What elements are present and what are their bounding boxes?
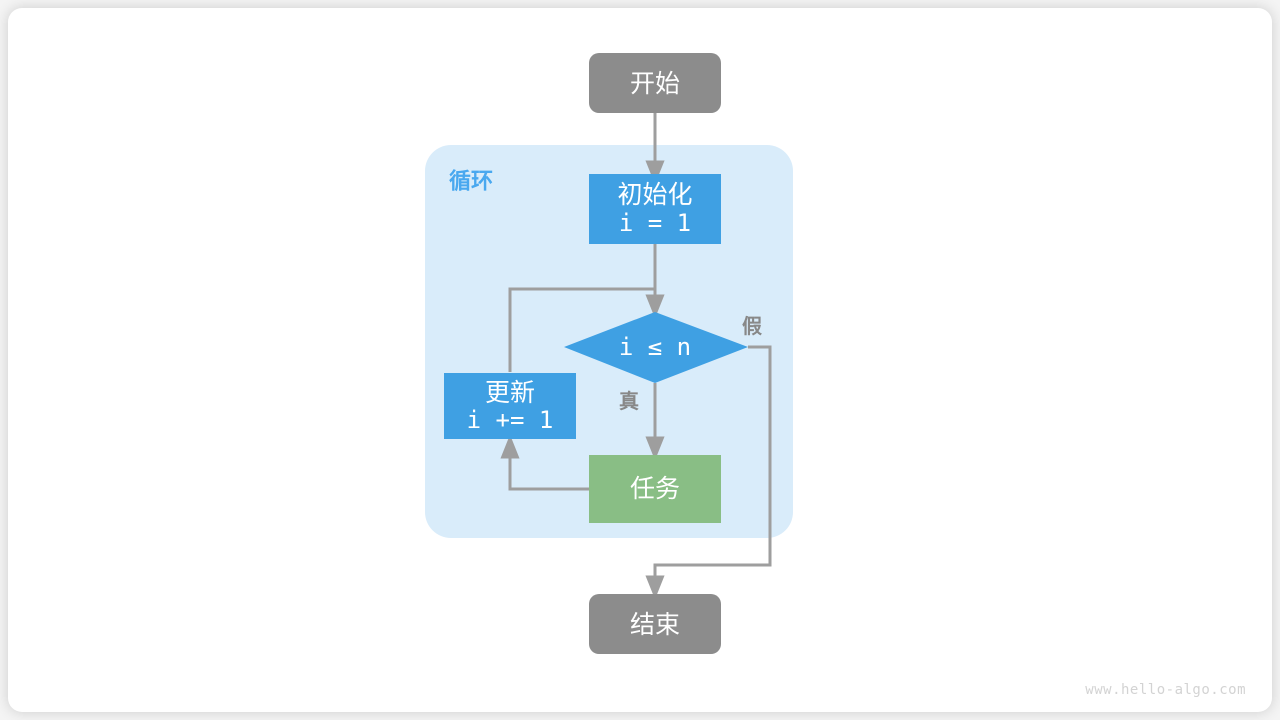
node-init-code: i = 1 [619, 209, 691, 237]
node-end [589, 594, 721, 654]
node-update-label: 更新 [485, 379, 535, 407]
node-task-label: 任务 [630, 475, 680, 503]
edge-task-to-update [500, 434, 589, 491]
loop-group-label: 循环 [449, 169, 493, 194]
edge-condition-false-to-end [645, 345, 772, 600]
edge-update-to-condition [508, 287, 655, 372]
node-task [589, 455, 721, 523]
node-end-label: 结束 [630, 611, 680, 639]
node-init [589, 174, 721, 244]
node-start [589, 53, 721, 113]
site-watermark: www.hello-algo.com [1085, 682, 1246, 698]
node-update [444, 373, 576, 439]
node-update-code: i += 1 [467, 406, 554, 434]
node-condition-code: i ≤ n [619, 333, 691, 361]
node-init-label: 初始化 [617, 181, 692, 209]
edge-label-false: 假 [742, 314, 763, 338]
node-start-label: 开始 [630, 70, 680, 98]
edge-label-true: 真 [619, 389, 639, 413]
node-condition [564, 312, 748, 383]
